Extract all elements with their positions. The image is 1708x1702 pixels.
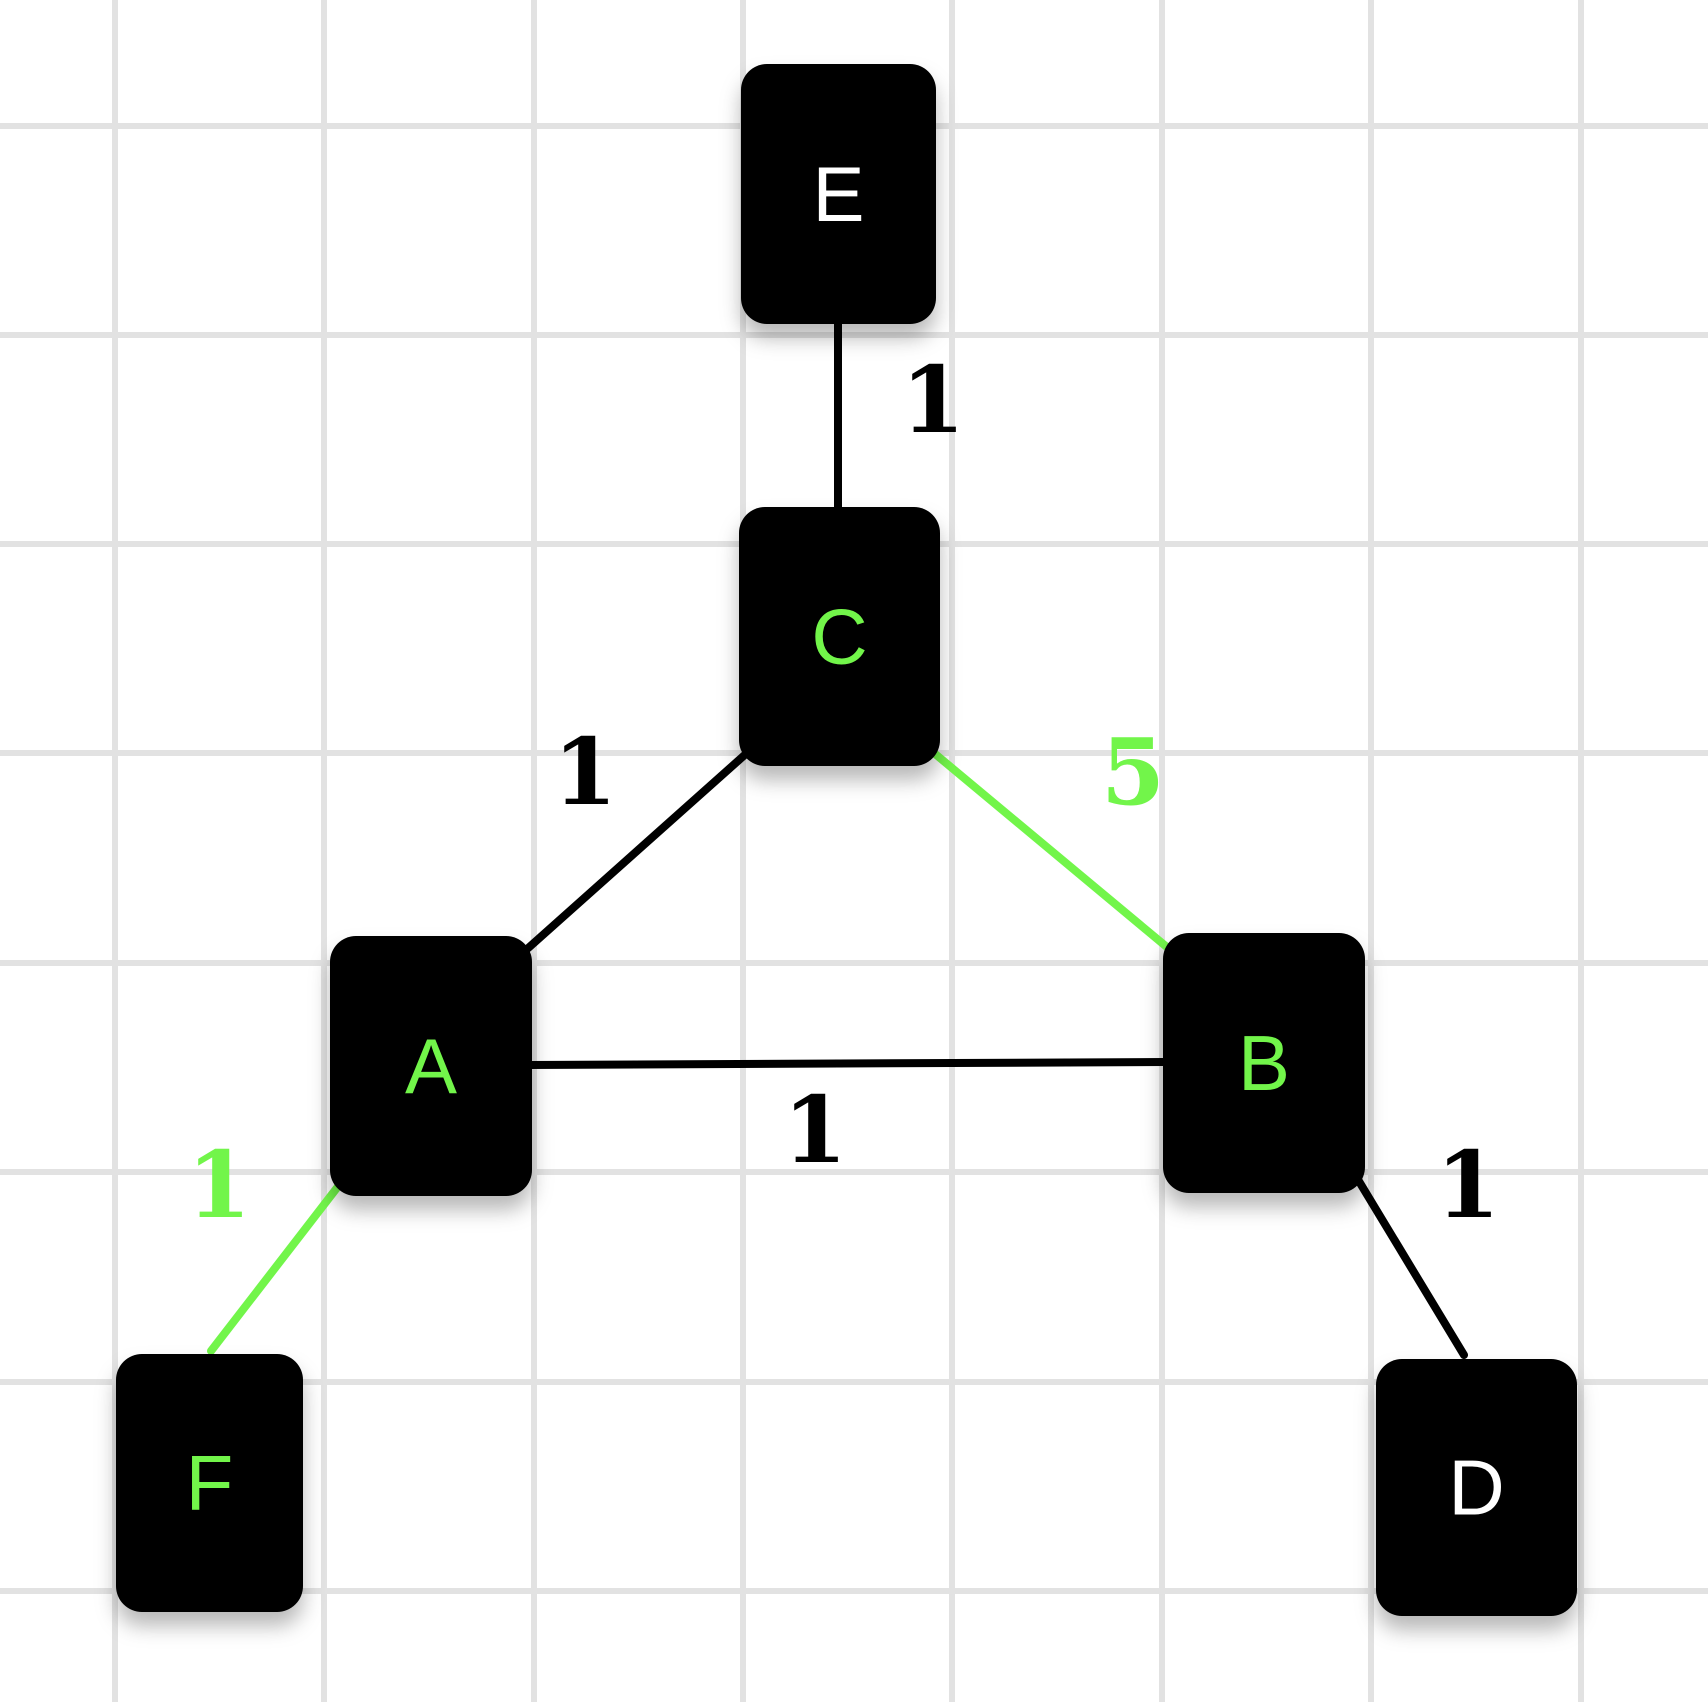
edge-a-f	[207, 1176, 347, 1355]
node-e[interactable]: E	[741, 64, 936, 324]
node-label: A	[405, 1022, 457, 1110]
node-b[interactable]: B	[1163, 933, 1365, 1193]
edge-weight-b-d: 1	[1436, 1131, 1500, 1239]
node-label: F	[186, 1439, 234, 1527]
nodes: E C A B F D	[116, 64, 1577, 1616]
node-label: C	[811, 593, 867, 681]
node-label: D	[1448, 1444, 1504, 1532]
node-box	[1376, 1359, 1577, 1616]
node-a[interactable]: A	[330, 936, 532, 1196]
node-box	[116, 1354, 303, 1612]
edge-b-d	[1353, 1174, 1468, 1359]
node-box	[1163, 933, 1365, 1193]
edge-weight-a-b: 1	[783, 1076, 847, 1184]
edge-c-b	[924, 744, 1172, 952]
edges	[207, 318, 1468, 1359]
node-box	[330, 936, 532, 1196]
edge-c-a	[522, 748, 752, 954]
node-d[interactable]: D	[1376, 1359, 1577, 1616]
edge-a-b	[526, 1058, 1167, 1069]
node-label: B	[1238, 1019, 1290, 1107]
node-c[interactable]: C	[739, 507, 940, 766]
edge-weight-c-b: 5	[1101, 718, 1165, 826]
edge-weight-c-a: 1	[553, 718, 617, 826]
node-label: E	[812, 150, 864, 238]
edge-weight-e-c: 1	[901, 346, 965, 454]
node-box	[741, 64, 936, 324]
node-f[interactable]: F	[116, 1354, 303, 1612]
edge-weight-a-f: 1	[187, 1131, 251, 1239]
node-box	[739, 507, 940, 766]
edge-weights: 1 1 5 1 1 1	[187, 346, 1500, 1239]
